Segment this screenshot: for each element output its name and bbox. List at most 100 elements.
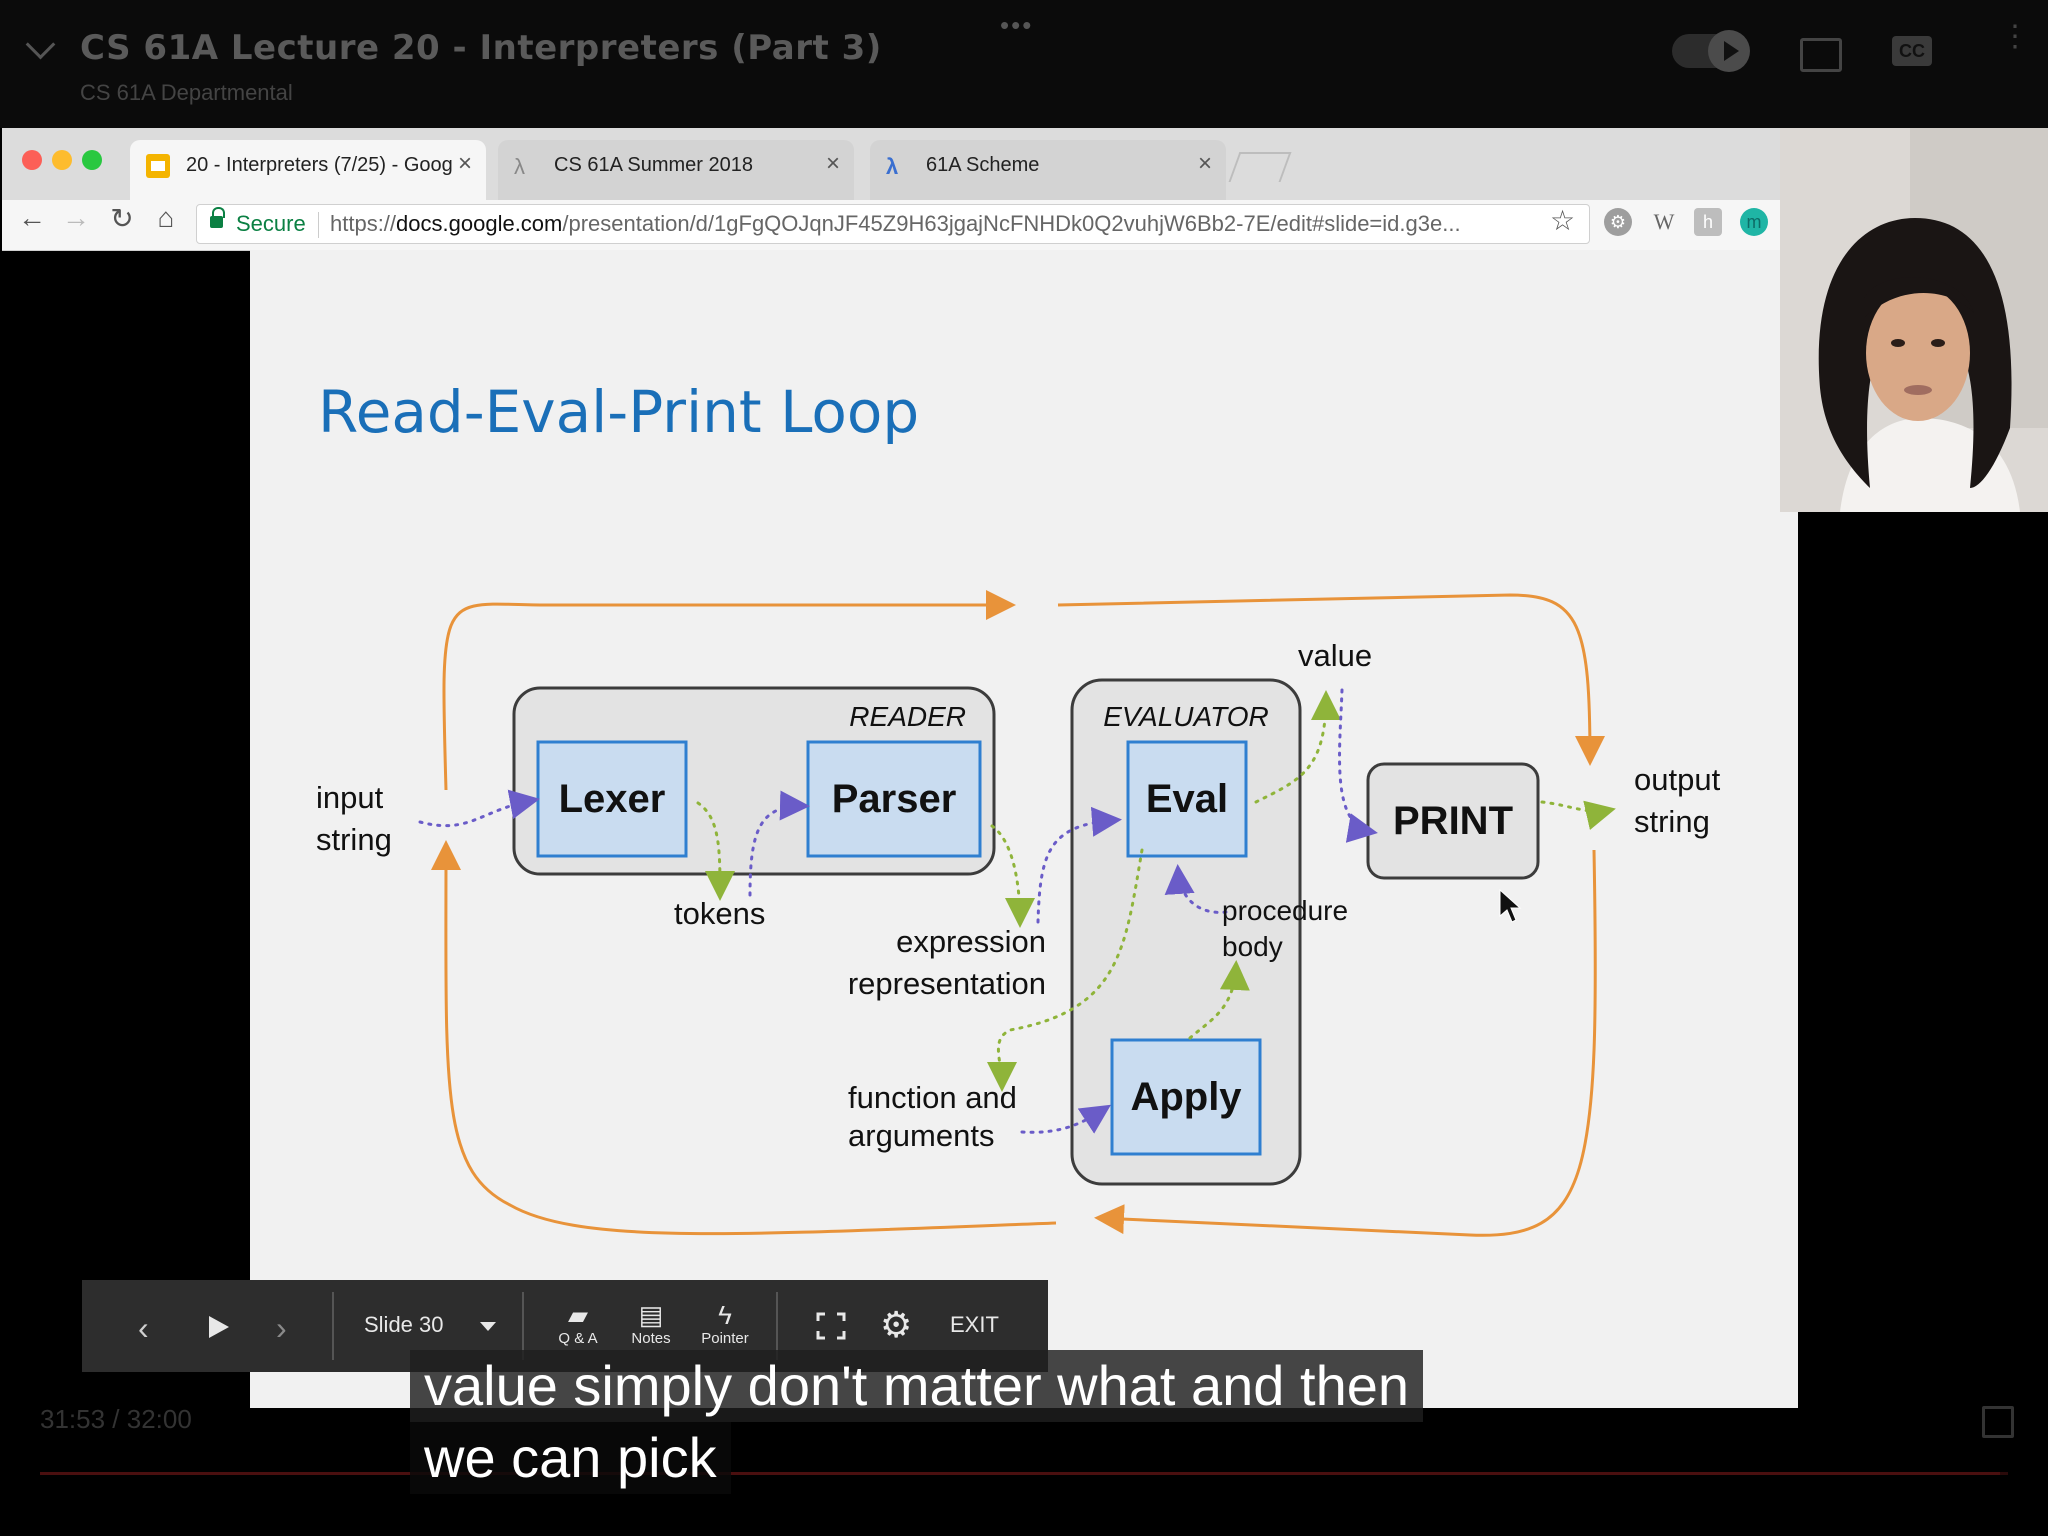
procedure-label-2: body: [1222, 931, 1283, 962]
arrow-tokens-to-parser: [748, 790, 810, 897]
presenter-figure: [1780, 128, 2048, 512]
play-slideshow-icon[interactable]: [206, 1310, 232, 1349]
cast-icon[interactable]: [1800, 38, 1842, 72]
settings-gear-icon[interactable]: ⚙: [880, 1304, 913, 1345]
tokens-label: tokens: [674, 896, 765, 931]
kebab-menu-icon[interactable]: ⋮: [2000, 20, 2030, 53]
loop-arrow-top-left: [442, 590, 1016, 791]
webcam-video: [1780, 128, 2048, 512]
mouse-cursor-icon: [1499, 888, 1522, 923]
arrow-parser-to-expression: [990, 824, 1035, 928]
time-display: 31:53 / 32:00: [40, 1404, 192, 1434]
notes-label: Notes: [631, 1330, 671, 1347]
apply-label: Apply: [1130, 1075, 1242, 1119]
progress-bar-fill: [40, 1472, 2001, 1475]
output-label: output: [1634, 762, 1721, 797]
caption-line: value simply don't matter what and then: [410, 1350, 1424, 1422]
presentation-slide: [250, 250, 1798, 1408]
arrow-expression-to-eval: [1036, 806, 1122, 924]
fullscreen-icon[interactable]: [816, 1312, 846, 1340]
close-tab-icon[interactable]: ×: [453, 150, 472, 178]
evaluator-label: EVALUATOR: [1103, 701, 1268, 732]
toolbar-divider: [332, 1292, 334, 1360]
value-label: value: [1298, 638, 1372, 673]
data-flow-arrows: [418, 688, 1616, 1134]
loop-arrows: [430, 590, 1605, 1237]
arrow-apply-to-procedure: [1188, 960, 1250, 1040]
qa-label: Q & A: [558, 1330, 598, 1347]
notes-button[interactable]: ▤ Notes: [626, 1300, 676, 1347]
arrow-input-to-lexer: [418, 789, 540, 828]
toolbar-divider: [776, 1292, 778, 1360]
extension-wikipedia-icon[interactable]: W: [1653, 209, 1675, 234]
notes-icon: ▤: [638, 1300, 664, 1330]
extension-m-icon[interactable]: m: [1740, 208, 1768, 236]
parser-label: Parser: [832, 777, 957, 821]
loop-arrow-bottom-left: [430, 840, 1057, 1236]
arrow-function-to-apply: [1020, 1104, 1112, 1134]
slide-title: Read-Eval-Print Loop: [318, 378, 920, 446]
more-options-icon[interactable]: •••: [1000, 10, 1034, 40]
google-slides-icon: [146, 154, 170, 178]
tab-61a-scheme[interactable]: λ 61A Scheme ×: [870, 140, 1226, 200]
exit-fullscreen-icon[interactable]: [1982, 1406, 2014, 1438]
forward-icon[interactable]: →: [62, 202, 90, 233]
output-label-2: string: [1634, 804, 1710, 839]
play-icon[interactable]: [1708, 30, 1750, 72]
input-label-2: string: [316, 822, 392, 857]
pointer-bolt-icon: ϟ: [718, 1300, 732, 1330]
apply-box: [1110, 1038, 1262, 1156]
fullscreen-corners-icon: [816, 1312, 846, 1340]
tab-label: CS 61A Summer 2018: [554, 154, 753, 176]
previous-slide-icon[interactable]: ‹: [138, 1310, 149, 1346]
back-icon[interactable]: ←: [18, 202, 46, 233]
loop-arrow-bottom-right: [1094, 849, 1597, 1237]
extension-honey-icon[interactable]: h: [1694, 208, 1722, 236]
lexer-label: Lexer: [559, 777, 666, 821]
eval-box: [1126, 740, 1248, 858]
lambda-icon: λ: [886, 154, 899, 179]
slide-number-select[interactable]: Slide 30: [364, 1312, 444, 1337]
lock-icon: [212, 207, 225, 218]
extension-gear-icon[interactable]: ⚙: [1604, 208, 1632, 236]
function-label-2: arguments: [848, 1118, 994, 1153]
tab-label: 20 - Interpreters (7/25) - Goog: [186, 154, 453, 176]
next-slide-icon[interactable]: ›: [276, 1310, 287, 1346]
expression-label: expression: [896, 924, 1046, 959]
qa-button[interactable]: ▰ Q & A: [556, 1300, 600, 1347]
reader-label: READER: [849, 701, 966, 732]
loop-arrow-top-right: [1057, 593, 1605, 766]
close-tab-icon[interactable]: ×: [825, 150, 840, 177]
exit-button[interactable]: EXIT: [950, 1312, 999, 1337]
close-window-button[interactable]: [22, 150, 42, 170]
arrow-lexer-to-tokens: [696, 801, 735, 901]
repl-diagram: READER Lexer Parser EVALUATOR Eval Apply…: [316, 590, 1721, 1237]
url-text[interactable]: https://docs.google.com/presentation/d/1…: [330, 206, 1540, 242]
input-label: input: [316, 780, 384, 815]
maximize-window-button[interactable]: [82, 150, 102, 170]
new-tab-button[interactable]: [1228, 152, 1292, 182]
arrow-value-to-print: [1338, 688, 1378, 843]
bookmark-star-icon[interactable]: ☆: [1550, 205, 1576, 236]
expression-label-2: representation: [848, 966, 1046, 1001]
url-host: docs.google.com: [396, 211, 563, 236]
arrow-eval-to-value: [1254, 690, 1341, 804]
url-path: /presentation/d/1gFgQOJqnJF45Z9H63jgajNc…: [562, 211, 1461, 236]
cc-icon[interactable]: CC: [1892, 36, 1932, 66]
home-icon[interactable]: ⌂: [157, 202, 175, 233]
diagram-labels: input string output string tokens expres…: [316, 638, 1721, 1153]
print-label: PRINT: [1393, 799, 1513, 843]
minimize-window-button[interactable]: [52, 150, 72, 170]
close-tab-icon[interactable]: ×: [1197, 150, 1212, 177]
address-bar[interactable]: [196, 204, 1590, 244]
eval-label: Eval: [1146, 777, 1228, 821]
reload-icon[interactable]: ↻: [110, 203, 134, 234]
caption-line: we can pick: [410, 1422, 731, 1494]
chat-bubbles-icon: ▰: [568, 1300, 588, 1330]
dropdown-arrow-icon[interactable]: [480, 1322, 496, 1331]
channel-name[interactable]: CS 61A Departmental: [80, 80, 293, 105]
tab-cs61a-summer[interactable]: λ CS 61A Summer 2018 ×: [498, 140, 854, 200]
pointer-button[interactable]: ϟ Pointer: [696, 1300, 754, 1347]
pointer-label: Pointer: [701, 1330, 749, 1347]
tab-interpreters-slides[interactable]: 20 - Interpreters (7/25) - Goog ×: [130, 140, 486, 200]
